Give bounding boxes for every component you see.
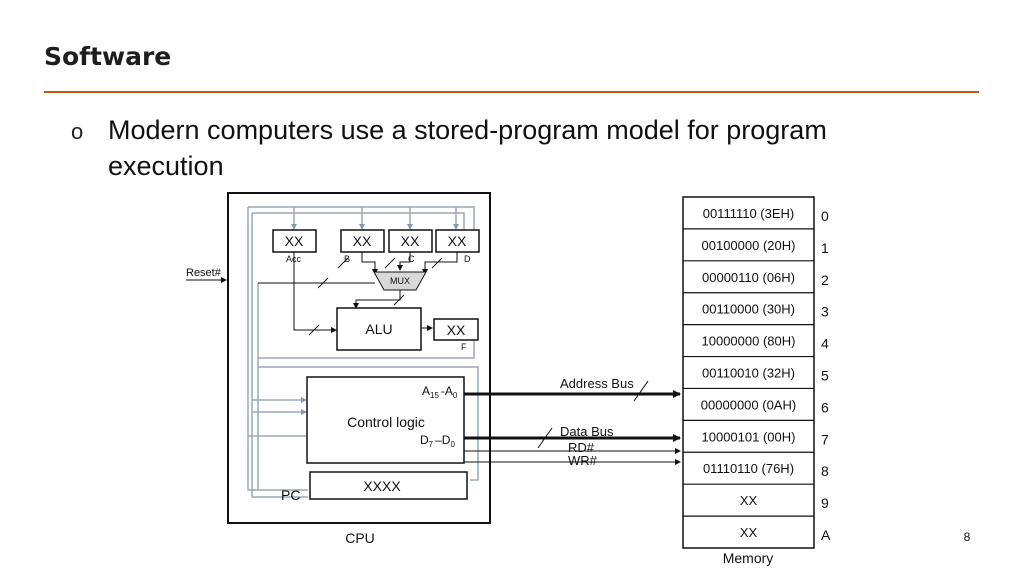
memory-cell-value: 10000101 (00H)	[702, 429, 796, 444]
register-mux-wires	[258, 252, 458, 336]
memory-address: 0	[821, 208, 829, 224]
bullet-marker: o	[71, 119, 84, 144]
register-b-value: XX	[353, 233, 372, 249]
memory-cell-value: 00111110 (3EH)	[703, 206, 795, 221]
rd-line: RD#	[464, 440, 681, 455]
memory-cell-value: XX	[740, 493, 758, 508]
memory-cell-value: 00110010 (32H)	[702, 366, 795, 381]
memory-cell: 10000000 (80H) 4	[702, 334, 829, 352]
slide-title: Software	[44, 42, 172, 71]
memory-cell-value: 00110000 (30H)	[702, 302, 795, 317]
reset-label: Reset#	[186, 267, 222, 279]
memory-cell: 00110000 (30H) 3	[702, 302, 829, 320]
register-c: XX C	[388, 229, 433, 264]
memory-cell: 00000000 (0AH) 6	[701, 397, 829, 415]
control-logic: Control logic A15-A0 D7–D0	[306, 376, 465, 464]
register-c-name: C	[408, 254, 415, 264]
mux-label: MUX	[390, 276, 410, 286]
memory-address: A	[821, 527, 831, 543]
page-number: 8	[964, 530, 971, 544]
address-bus: Address Bus	[464, 376, 681, 402]
data-bus-label: Data Bus	[560, 424, 614, 439]
alu: ALU	[336, 307, 422, 351]
memory-cell: 10000101 (00H) 7	[702, 429, 829, 447]
address-bus-label: Address Bus	[560, 376, 634, 391]
memory-address: 2	[821, 272, 829, 288]
address-pins-label: A15-A0	[422, 384, 458, 400]
data-pins-label: D7–D0	[420, 433, 455, 449]
mux: MUX	[373, 271, 427, 291]
memory-cell: 00000110 (06H) 2	[702, 270, 829, 288]
cpu-label: CPU	[345, 530, 375, 546]
memory-cell: 00100000 (20H) 1	[702, 238, 829, 256]
bullet-text: Modern computers use a stored-program mo…	[108, 115, 827, 181]
memory-cell-value: 00000110 (06H)	[702, 270, 795, 285]
memory-label: Memory	[723, 550, 774, 566]
wr-label: WR#	[568, 453, 598, 468]
wr-line: WR#	[464, 453, 681, 468]
memory-cell-value: 00000000 (0AH)	[701, 397, 796, 412]
memory-address: 9	[821, 495, 829, 511]
pc-value: XXXX	[363, 478, 401, 494]
memory-address: 4	[821, 336, 829, 352]
register-d-value: XX	[448, 233, 467, 249]
control-logic-label: Control logic	[347, 414, 425, 430]
data-bus: Data Bus	[464, 424, 681, 449]
memory-cell: 01110110 (76H) 8	[703, 461, 829, 479]
memory-block: 00111110 (3EH) 0 00100000 (20H) 1 00000110 (…	[682, 196, 831, 549]
memory-address: 6	[821, 399, 829, 415]
alu-label: ALU	[365, 321, 392, 337]
memory-cell: XX 9	[740, 493, 829, 511]
memory-cell-value: 10000000 (80H)	[702, 334, 796, 349]
register-d: XX D	[435, 229, 480, 264]
flag-register: XX F	[433, 318, 479, 352]
register-c-value: XX	[401, 233, 420, 249]
memory-cell-value: 00100000 (20H)	[702, 238, 796, 253]
memory-address: 8	[821, 463, 829, 479]
memory-cell: 00111110 (3EH) 0	[703, 206, 829, 224]
memory-cell: 00110010 (32H) 5	[702, 366, 829, 384]
flag-register-name: F	[461, 342, 467, 352]
memory-address: 1	[821, 240, 829, 256]
register-d-name: D	[464, 254, 471, 264]
flag-register-value: XX	[447, 322, 466, 338]
memory-cell-value: 01110110 (76H)	[703, 461, 794, 476]
register-acc-value: XX	[285, 233, 304, 249]
memory-cell-value: XX	[740, 525, 758, 540]
rd-label: RD#	[568, 440, 595, 455]
pc-label: PC	[281, 487, 300, 503]
program-counter: XXXX PC	[281, 471, 468, 503]
memory-address: 5	[821, 368, 829, 384]
cpu-box	[227, 192, 491, 524]
internal-bus	[247, 206, 479, 498]
memory-cell: XX A	[740, 525, 831, 543]
title-divider	[44, 91, 979, 93]
memory-address: 3	[821, 304, 829, 320]
memory-address: 7	[821, 431, 829, 447]
